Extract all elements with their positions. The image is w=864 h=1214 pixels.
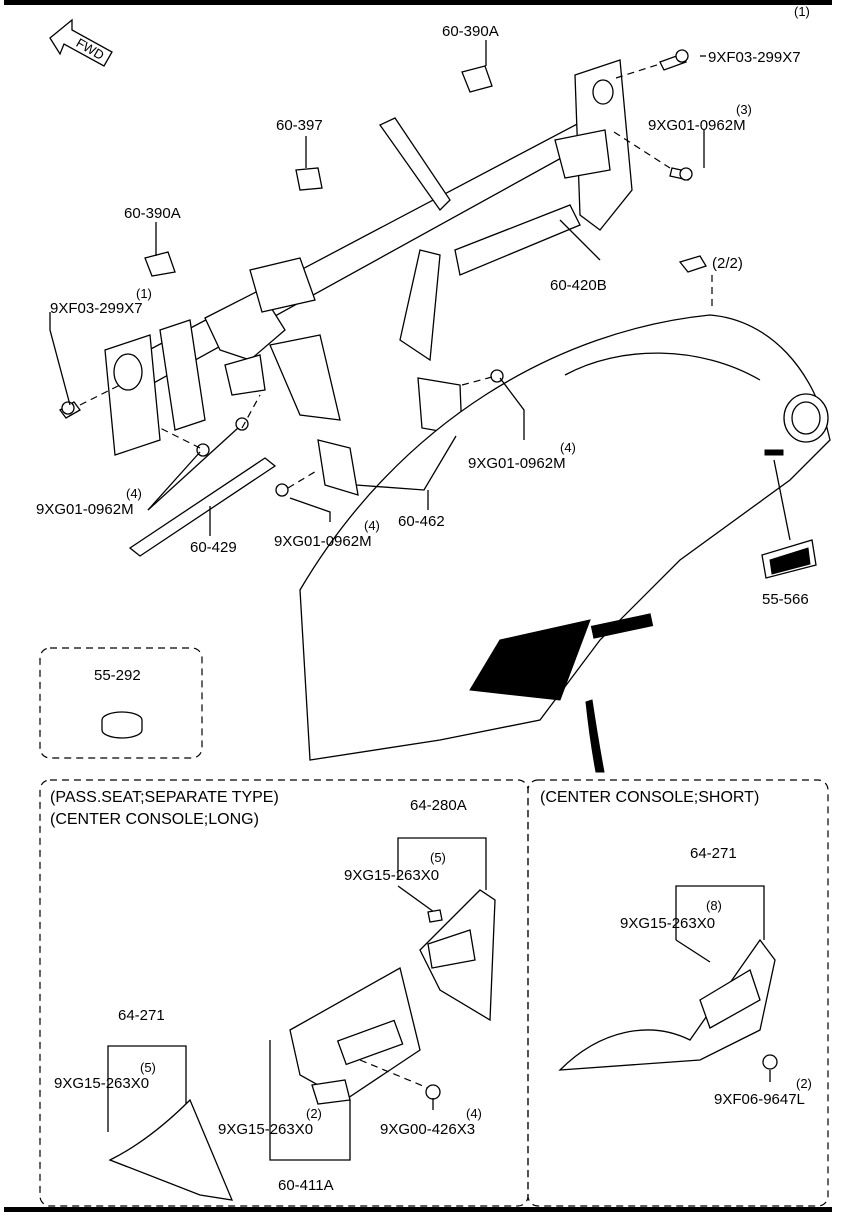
trim-64-271-left <box>108 1098 234 1201</box>
label-9XG00-qty: (4) <box>466 1106 482 1121</box>
top-border <box>4 0 832 5</box>
label-60-397: 60-397 <box>276 117 323 134</box>
clip-60-390A-left <box>144 251 176 277</box>
label-9XG15-a-qty: (5) <box>430 850 446 865</box>
label-9XG15-right: 9XG15-263X0 <box>620 915 715 932</box>
trim-64-280A <box>419 889 496 1022</box>
label-64-280A: 64-280A <box>410 797 467 814</box>
bottom-border <box>4 1207 832 1212</box>
label-60-462: 60-462 <box>398 513 445 530</box>
label-60-420B: 60-420B <box>550 277 607 294</box>
label-9XG15-right-qty: (8) <box>706 898 722 913</box>
label-60-390A-top: 60-390A <box>442 23 499 40</box>
switch-55-566 <box>761 459 817 579</box>
label-60-411A: 60-411A <box>278 1177 334 1194</box>
trim-64-271-right <box>558 938 776 1071</box>
down-arrow-icon <box>585 699 605 773</box>
clip-60-397 <box>295 167 323 191</box>
clip-icon <box>427 909 443 923</box>
label-9XF03-top-qty: (1) <box>794 4 810 19</box>
label-9XG00: 9XG00-426X3 <box>380 1121 475 1138</box>
label-9XG01-mid: 9XG01-0962M <box>468 455 566 472</box>
label-55-566: 55-566 <box>762 591 809 608</box>
label-9XG15-b: 9XG15-263X0 <box>54 1075 149 1092</box>
label-9XF06: 9XF06-9647L <box>714 1091 805 1108</box>
label-9XG01-topright-qty: (3) <box>736 102 752 117</box>
clip-60-390A-top <box>461 65 493 93</box>
fwd-arrow-icon: FWD <box>49 18 113 67</box>
label-64-271-left: 64-271 <box>118 1007 165 1024</box>
cross-member-beam <box>104 59 633 456</box>
label-9XG15-c-qty: (2) <box>306 1106 322 1121</box>
label-9XF03-top: 9XF03-299X7 <box>708 49 801 66</box>
ref-page-label: (2/2) <box>712 255 743 272</box>
label-9XG01-left: 9XG01-0962M <box>36 501 134 518</box>
label-9XG15-c: 9XG15-263X0 <box>218 1121 313 1138</box>
label-9XG01-bottom-qty: (4) <box>364 518 380 533</box>
panel-right-box <box>527 779 829 1207</box>
label-9XG15-b-qty: (5) <box>140 1060 156 1075</box>
label-9XG01-mid-qty: (4) <box>560 440 576 455</box>
label-9XF06-qty: (2) <box>796 1076 812 1091</box>
label-60-429: 60-429 <box>190 539 237 556</box>
label-9XF03-left-qty: (1) <box>136 286 152 301</box>
label-60-390A-left: 60-390A <box>124 205 181 222</box>
label-9XG01-topright: 9XG01-0962M <box>648 117 746 134</box>
ring-55-292 <box>101 711 143 739</box>
panel-right-header: (CENTER CONSOLE;SHORT) <box>540 789 759 806</box>
bolt-icon <box>59 49 778 1100</box>
label-64-271-right: 64-271 <box>690 845 737 862</box>
ref-page-hand-icon <box>678 255 707 273</box>
label-9XG01-left-qty: (4) <box>126 486 142 501</box>
panel-left-header-1: (PASS.SEAT;SEPARATE TYPE) <box>50 789 279 806</box>
ring-inset-box <box>39 647 203 759</box>
label-9XF03-left: 9XF03-299X7 <box>50 300 143 317</box>
bar-60-429 <box>128 457 277 557</box>
console-60-411A <box>289 967 421 1105</box>
label-9XG01-bottom: 9XG01-0962M <box>274 533 372 550</box>
label-55-292: 55-292 <box>94 667 141 684</box>
panel-left-header-2: (CENTER CONSOLE;LONG) <box>50 811 259 828</box>
label-9XG15-a: 9XG15-263X0 <box>344 867 439 884</box>
instrument-panel <box>299 314 831 761</box>
